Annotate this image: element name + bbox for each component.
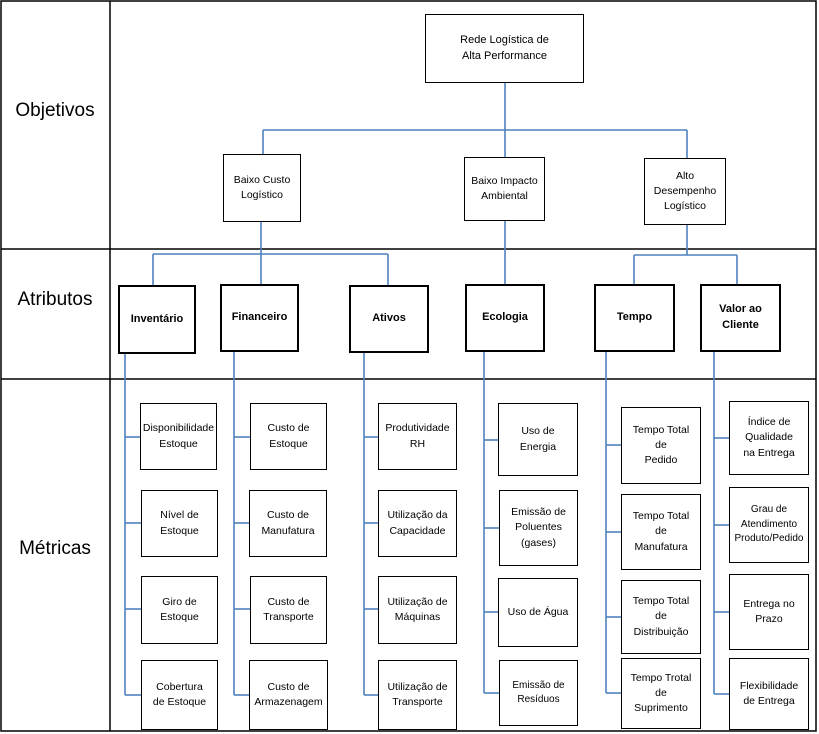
- metric-box: Custo de Transporte: [250, 576, 327, 644]
- metric-box: Flexibilidade de Entrega: [729, 658, 809, 730]
- metric-label: Tempo Trotal de Suprimento: [630, 671, 692, 715]
- attribute-label: Tempo: [616, 311, 653, 324]
- band-label-atributos: Atributos: [17, 289, 93, 310]
- objective-label: Baixo Impacto Ambiental: [471, 174, 538, 202]
- objective-box-desempenho: Alto Desempenho Logístico: [644, 158, 726, 225]
- metric-label: Entrega no Prazo: [743, 597, 795, 625]
- root-goal-box: Rede Logística de Alta Performance: [425, 14, 584, 83]
- metric-box: Emissão de Poluentes (gases): [499, 490, 578, 566]
- metric-box: Índice de Qualidade na Entrega: [729, 401, 809, 475]
- metric-label: Uso de Água: [507, 605, 569, 618]
- metric-label: Uso de Energia: [519, 425, 557, 453]
- metric-box: Uso de Água: [498, 578, 578, 647]
- metric-box: Grau de Atendimento Produto/Pedido: [729, 487, 809, 563]
- metric-label: Emissão de Resíduos: [512, 679, 565, 706]
- attribute-box-inventario: Inventário: [118, 285, 196, 354]
- band-label-objetivos: Objetivos: [15, 100, 95, 121]
- band-label-metricas: Métricas: [19, 538, 91, 559]
- connector-lines: [124, 83, 738, 696]
- metric-label: Índice de Qualidade na Entrega: [743, 416, 795, 459]
- metric-box: Tempo Trotal de Suprimento: [621, 658, 701, 729]
- metric-box: Uso de Energia: [498, 403, 578, 476]
- metric-label: Nível de Estoque: [160, 509, 199, 537]
- metric-box: Cobertura de Estoque: [141, 660, 218, 730]
- metric-label: Giro de Estoque: [160, 595, 199, 623]
- attribute-label: Ativos: [372, 312, 406, 325]
- metric-box: Produtividade RH: [378, 403, 457, 470]
- metric-box: Utilização de Máquinas: [378, 576, 457, 644]
- attribute-label: Valor ao Cliente: [719, 303, 762, 331]
- attribute-label: Financeiro: [231, 311, 288, 324]
- metric-label: Utilização da Capacidade: [387, 509, 448, 537]
- objective-label: Alto Desempenho Logístico: [653, 169, 717, 213]
- metric-box: Emissão de Resíduos: [499, 660, 578, 726]
- metric-label: Utilização de Máquinas: [387, 595, 448, 623]
- metric-label: Utilização de Transporte: [387, 680, 448, 708]
- attribute-box-ativos: Ativos: [349, 285, 429, 353]
- attribute-label: Inventário: [130, 312, 184, 325]
- metric-box: Custo de Armazenagem: [249, 660, 328, 730]
- metric-box: Custo de Manufatura: [249, 490, 327, 557]
- metric-box: Utilização de Transporte: [378, 660, 457, 730]
- attribute-box-tempo: Tempo: [594, 284, 675, 352]
- metric-label: Cobertura de Estoque: [152, 680, 207, 708]
- metric-label: Custo de Transporte: [263, 595, 314, 623]
- metric-box: Giro de Estoque: [141, 576, 218, 644]
- metric-label: Custo de Estoque: [267, 422, 310, 450]
- attribute-box-valor: Valor ao Cliente: [700, 284, 781, 352]
- objective-box-custo: Baixo Custo Logístico: [223, 154, 301, 222]
- objective-label: Baixo Custo Logístico: [233, 173, 291, 201]
- metric-label: Tempo Total de Manufatura: [632, 510, 690, 553]
- metric-box: Tempo Total de Distribuição: [621, 580, 701, 654]
- metric-label: Emissão de Poluentes (gases): [511, 506, 566, 549]
- objective-box-ambiental: Baixo Impacto Ambiental: [464, 157, 545, 221]
- metric-box: Tempo Total de Pedido: [621, 407, 701, 484]
- metric-box: Entrega no Prazo: [729, 574, 809, 650]
- metric-label: Tempo Total de Distribuição: [632, 595, 690, 638]
- metric-box: Tempo Total de Manufatura: [621, 494, 701, 570]
- metric-box: Utilização da Capacidade: [378, 490, 457, 557]
- metric-label: Custo de Armazenagem: [254, 680, 323, 708]
- root-goal-label: Rede Logística de Alta Performance: [460, 33, 549, 62]
- metric-label: Flexibilidade de Entrega: [739, 679, 799, 707]
- metric-label: Disponibilidade Estoque: [142, 422, 215, 450]
- attribute-label: Ecologia: [482, 311, 528, 324]
- metric-label: Grau de Atendimento Produto/Pedido: [734, 504, 804, 545]
- metric-label: Produtividade RH: [385, 422, 450, 450]
- metric-box: Disponibilidade Estoque: [140, 403, 217, 470]
- metric-label: Custo de Manufatura: [261, 509, 315, 537]
- metric-box: Custo de Estoque: [250, 403, 327, 470]
- metric-label: Tempo Total de Pedido: [632, 423, 690, 467]
- attribute-box-ecologia: Ecologia: [465, 284, 545, 352]
- metric-box: Nível de Estoque: [141, 490, 218, 557]
- attribute-box-financeiro: Financeiro: [220, 284, 299, 352]
